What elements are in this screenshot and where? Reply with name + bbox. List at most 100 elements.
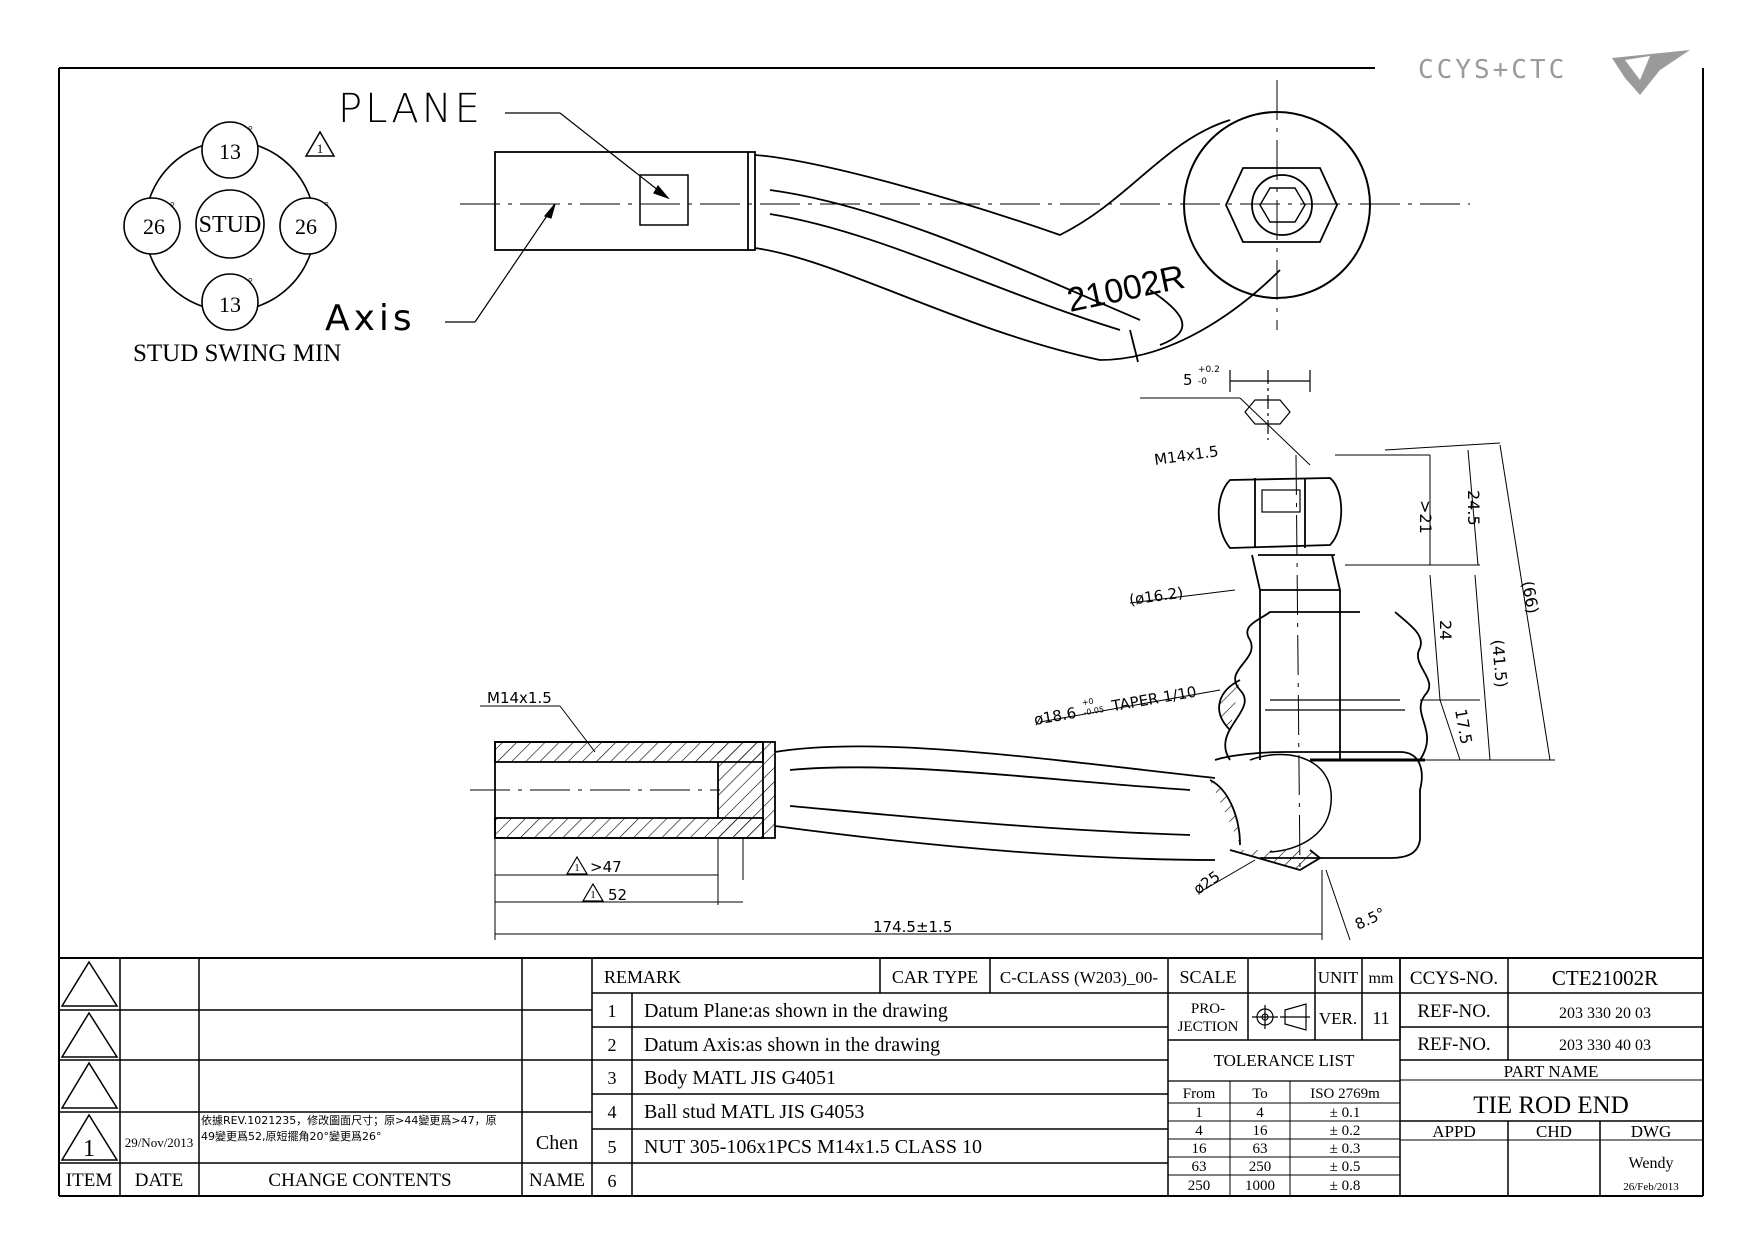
tol-cell: 4 <box>1256 1105 1264 1121</box>
tol-cell: ± 0.8 <box>1330 1178 1361 1194</box>
ccys-no-label: CCYS-NO. <box>1410 968 1498 989</box>
stud-swing-caption: STUD SWING MIN <box>133 340 341 367</box>
ccys-no-value: CTE21002R <box>1552 966 1658 990</box>
tol-cell: ± 0.2 <box>1330 1123 1361 1139</box>
ball-dia-dim: ø25 <box>1190 867 1223 898</box>
part-marking: 21002R <box>1064 258 1188 320</box>
top-view-centerlines <box>460 80 1470 330</box>
taper-tol-plus: +0 <box>1081 697 1094 708</box>
drawing-frame <box>58 67 1704 1197</box>
hex-tol-minus: -0 <box>1198 377 1207 387</box>
dim-24-5: 24.5 <box>1464 490 1483 526</box>
header-name: NAME <box>529 1170 585 1191</box>
dwg-label: DWG <box>1631 1122 1672 1141</box>
dimension-lines <box>480 397 1555 941</box>
tol-cell: 63 <box>1253 1141 1268 1157</box>
tol-cell: 1 <box>1195 1105 1203 1121</box>
stud-thread-dim: M14x1.5 <box>1153 442 1220 469</box>
tol-header-iso: ISO 2769m <box>1310 1086 1380 1102</box>
tol-cell: 4 <box>1195 1123 1203 1139</box>
ref1-value: 203 330 20 03 <box>1559 1005 1651 1022</box>
taper-dia-dim: ø18.6 <box>1033 704 1078 729</box>
remark-text: Body MATL JIS G4051 <box>644 1067 836 1089</box>
swing-top-value: 13 <box>219 139 241 164</box>
taper-text: TAPER 1/10 <box>1109 683 1197 716</box>
socket-thread-dim: M14x1.5 <box>487 689 552 707</box>
remark-num: 2 <box>608 1035 617 1055</box>
stud-label: STUD <box>199 212 262 238</box>
svg-text:1: 1 <box>590 889 596 901</box>
tol-cell: 250 <box>1188 1178 1211 1194</box>
remark-num: 3 <box>608 1068 617 1088</box>
header-change-contents: CHANGE CONTENTS <box>268 1170 451 1191</box>
projection-label-2: JECTION <box>1178 1019 1239 1035</box>
section-view <box>494 477 1431 871</box>
svg-text:1: 1 <box>574 862 580 874</box>
revision-triangles <box>60 960 119 1161</box>
tol-cell: 16 <box>1253 1123 1269 1139</box>
dim-gt21: >21 <box>1416 500 1435 534</box>
ref2-value: 203 330 40 03 <box>1559 1037 1651 1054</box>
axis-label: Axis <box>325 298 416 339</box>
remark-text: NUT 305-106x1PCS M14x1.5 CLASS 10 <box>644 1136 982 1158</box>
tol-cell: 1000 <box>1245 1178 1275 1194</box>
remark-num: 1 <box>608 1001 617 1021</box>
car-type-label: CAR TYPE <box>892 967 978 987</box>
swing-right-degree: ° <box>324 199 329 213</box>
top-view <box>494 111 1371 363</box>
car-type-value: C-CLASS (W203)_00- <box>1000 968 1159 987</box>
svg-text:52: 52 <box>608 886 627 904</box>
tol-cell: 63 <box>1192 1159 1207 1175</box>
projection-symbol-icon <box>1252 1003 1310 1031</box>
remark-text: Datum Plane:as shown in the drawing <box>644 1000 948 1022</box>
tol-cell: ± 0.5 <box>1330 1159 1361 1175</box>
unit-value: mm <box>1369 970 1394 987</box>
remark-num: 4 <box>608 1102 617 1122</box>
header-date: DATE <box>135 1170 184 1191</box>
ver-value: 11 <box>1372 1008 1389 1028</box>
appd-label: APPD <box>1432 1122 1475 1141</box>
company-logo: CCYS+CTC <box>1418 50 1690 95</box>
rev1-change-line2: 49變更爲52,原短擺角20°變更爲26° <box>201 1129 381 1143</box>
remark-num: 6 <box>608 1171 617 1191</box>
taper-tol-minus: -0.05 <box>1083 705 1105 717</box>
tol-cell: ± 0.1 <box>1330 1105 1361 1121</box>
dim-41-5: (41.5) <box>1488 639 1511 689</box>
header-item: ITEM <box>66 1170 113 1191</box>
rev1-change-line1: 依據REV.1021235，修改圖面尺寸；原>44變更爲>47，原 <box>201 1113 497 1127</box>
revision-triangle-icon: 1 <box>304 130 336 157</box>
dim-66: (66) <box>1518 579 1542 615</box>
remark-header: REMARK <box>604 967 681 987</box>
ref2-label: REF-NO. <box>1417 1034 1490 1055</box>
unit-label: UNIT <box>1318 968 1359 987</box>
dwg-date: 26/Feb/2013 <box>1623 1181 1679 1193</box>
remark-text: Ball stud MATL JIS G4053 <box>644 1101 864 1123</box>
neck-dia-dim: (ø16.2) <box>1128 584 1184 609</box>
dim-24: 24 <box>1436 620 1455 640</box>
swing-right-value: 26 <box>295 214 317 239</box>
rev1-item: 1 <box>83 1136 95 1162</box>
swing-bottom-degree: ° <box>248 275 253 289</box>
swing-left-value: 26 <box>143 214 165 239</box>
scale-label: SCALE <box>1179 967 1236 987</box>
tol-cell: 16 <box>1192 1141 1208 1157</box>
hex-width-dim: 5 <box>1183 371 1193 389</box>
tolerance-table: From To ISO 2769m 1 4 ± 0.1 4 16 ± 0.2 1… <box>1183 1086 1380 1194</box>
plane-leader <box>505 112 670 200</box>
table-grid <box>59 957 1703 1196</box>
ref1-label: REF-NO. <box>1417 1001 1490 1022</box>
axis-leader <box>445 203 556 323</box>
chd-label: CHD <box>1536 1122 1572 1141</box>
dim-17-5: 17.5 <box>1451 707 1476 745</box>
hex-tol-plus: +0.2 <box>1198 365 1220 375</box>
rev1-date: 29/Nov/2013 <box>125 1135 194 1150</box>
dim-gt47-group: 1 >47 <box>565 855 622 876</box>
hex-detail <box>1229 370 1311 440</box>
tol-header-to: To <box>1252 1086 1268 1102</box>
dwg-name: Wendy <box>1629 1155 1674 1172</box>
dim-174-5: 174.5±1.5 <box>873 918 952 936</box>
swing-bottom-value: 13 <box>219 292 241 317</box>
tolerance-title: TOLERANCE LIST <box>1214 1051 1355 1070</box>
stud-swing-diagram <box>123 121 337 331</box>
part-name-value: TIE ROD END <box>1473 1092 1629 1119</box>
